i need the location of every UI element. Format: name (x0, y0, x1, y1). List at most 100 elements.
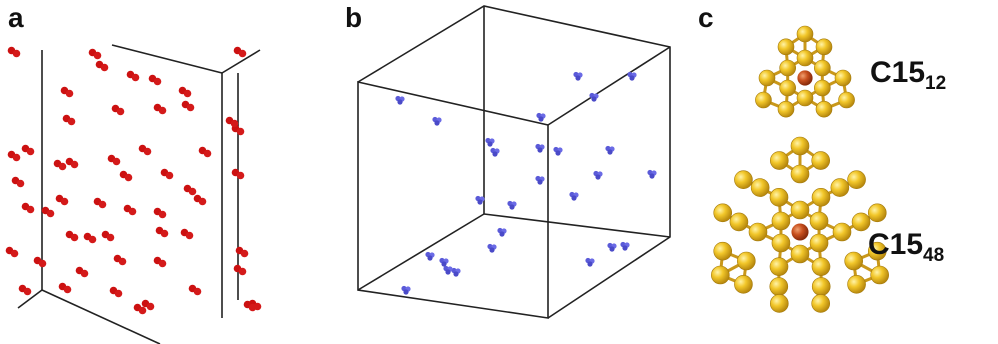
c15-48-cluster (711, 136, 889, 313)
blue-trimer (443, 265, 453, 275)
gold-atom (870, 265, 889, 285)
red-dimer (180, 228, 194, 240)
panel-a-red-dimers (5, 44, 262, 344)
red-dimer (153, 256, 167, 268)
red-dimer (75, 266, 89, 278)
panel-b-blue-clusters (357, 5, 671, 319)
gold-atom (811, 151, 831, 170)
gold-atom (790, 164, 810, 184)
red-dimer (119, 170, 133, 182)
gold-atom (748, 222, 768, 242)
blue-trimer (535, 143, 545, 153)
blue-trimer (490, 147, 500, 157)
gold-atom (815, 38, 833, 56)
blue-trimer (553, 146, 563, 156)
blue-trimer (647, 169, 657, 179)
red-dimer (155, 226, 169, 238)
gold-atom (737, 251, 756, 271)
panel-b-cube-edges (357, 5, 671, 319)
center-atom-front (791, 223, 809, 241)
blue-trimer (585, 257, 595, 267)
gold-atom (777, 100, 795, 118)
gold-atom (834, 69, 852, 87)
gold-atom (809, 233, 829, 253)
red-dimer (243, 300, 257, 312)
gold-atom (755, 91, 772, 109)
red-dimer (53, 159, 67, 171)
gold-atom (851, 212, 871, 232)
panel-label-c: c (698, 2, 714, 33)
c15-48-label: C1548 (868, 228, 945, 266)
c15-48-label-subscript: 48 (923, 245, 945, 266)
red-dimer (21, 202, 35, 214)
red-dimer (60, 86, 74, 98)
gold-atom (777, 38, 795, 56)
red-dimer (160, 168, 174, 180)
red-dimer-atoms (5, 46, 262, 315)
blue-trimer (485, 137, 495, 147)
blue-trimer (589, 92, 599, 102)
red-dimer (93, 197, 107, 209)
panel-a-box-edges (17, 44, 261, 344)
gold-atom (769, 257, 789, 276)
red-dimer (109, 286, 123, 298)
red-dimer (65, 230, 79, 242)
red-dimer (62, 114, 76, 126)
gold-atom (847, 170, 866, 189)
blue-trimer (620, 241, 630, 251)
gold-atom (838, 91, 855, 109)
gold-atom (814, 59, 831, 77)
red-dimer (41, 206, 55, 218)
blue-trimer (507, 200, 517, 210)
gold-atom (713, 241, 733, 261)
gold-atom (830, 178, 850, 197)
gold-atom (811, 277, 831, 296)
blue-trimer (497, 227, 507, 237)
red-dimer (18, 284, 32, 296)
gold-atom (769, 277, 789, 296)
gold-atom (796, 49, 814, 67)
red-dimer (107, 154, 121, 166)
blue-trimer (401, 285, 411, 295)
red-dimer (153, 103, 167, 115)
c15-12-cluster (755, 25, 855, 118)
blue-trimer (487, 243, 497, 253)
blue-trimer (439, 257, 449, 267)
gold-atom (769, 294, 789, 313)
gold-atom (771, 233, 791, 253)
red-dimer (233, 264, 247, 276)
red-dimer (198, 146, 212, 158)
red-dimer (126, 70, 140, 82)
gold-atom (809, 211, 829, 231)
blue-trimer (535, 175, 545, 185)
red-dimer (5, 246, 19, 258)
red-dimer (65, 157, 79, 169)
red-dimer (141, 299, 155, 311)
blue-trimer-atoms (395, 71, 657, 295)
red-dimer (113, 254, 127, 266)
gold-atom (832, 222, 852, 242)
gold-atom (758, 69, 776, 87)
red-dimer (153, 207, 167, 219)
blue-trimer (627, 71, 637, 81)
blue-trimer (605, 145, 615, 155)
gold-atom (814, 79, 831, 97)
blue-trimer (395, 95, 405, 105)
blue-trimer (536, 112, 546, 122)
red-dimer (123, 204, 137, 216)
red-dimer (55, 194, 69, 206)
red-dimer (178, 86, 192, 98)
red-dimer (111, 104, 125, 116)
gold-atom (796, 89, 814, 107)
blue-trimer (475, 195, 485, 205)
gold-atom (815, 100, 833, 118)
red-dimer (58, 282, 72, 294)
c15-12-label-main: C15 (870, 56, 926, 89)
gold-atom (771, 211, 791, 231)
c15-48-label-main: C15 (868, 228, 924, 261)
blue-trimer (569, 191, 579, 201)
blue-trimer (432, 116, 442, 126)
red-dimer (7, 150, 21, 162)
c15-12-label: C1512 (870, 56, 946, 94)
